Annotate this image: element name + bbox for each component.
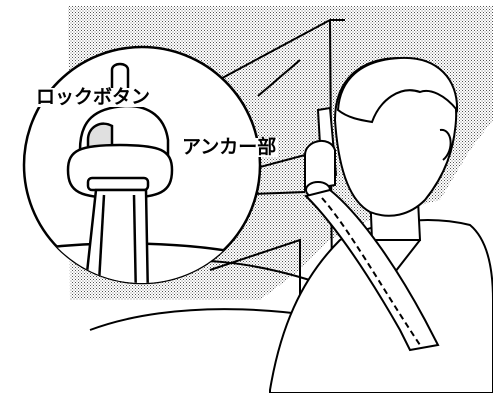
driver-figure — [269, 56, 493, 393]
seatbelt — [304, 188, 440, 352]
lock-button-label: ロックボタン — [34, 86, 153, 108]
anchor-label: アンカー部 — [180, 136, 279, 158]
